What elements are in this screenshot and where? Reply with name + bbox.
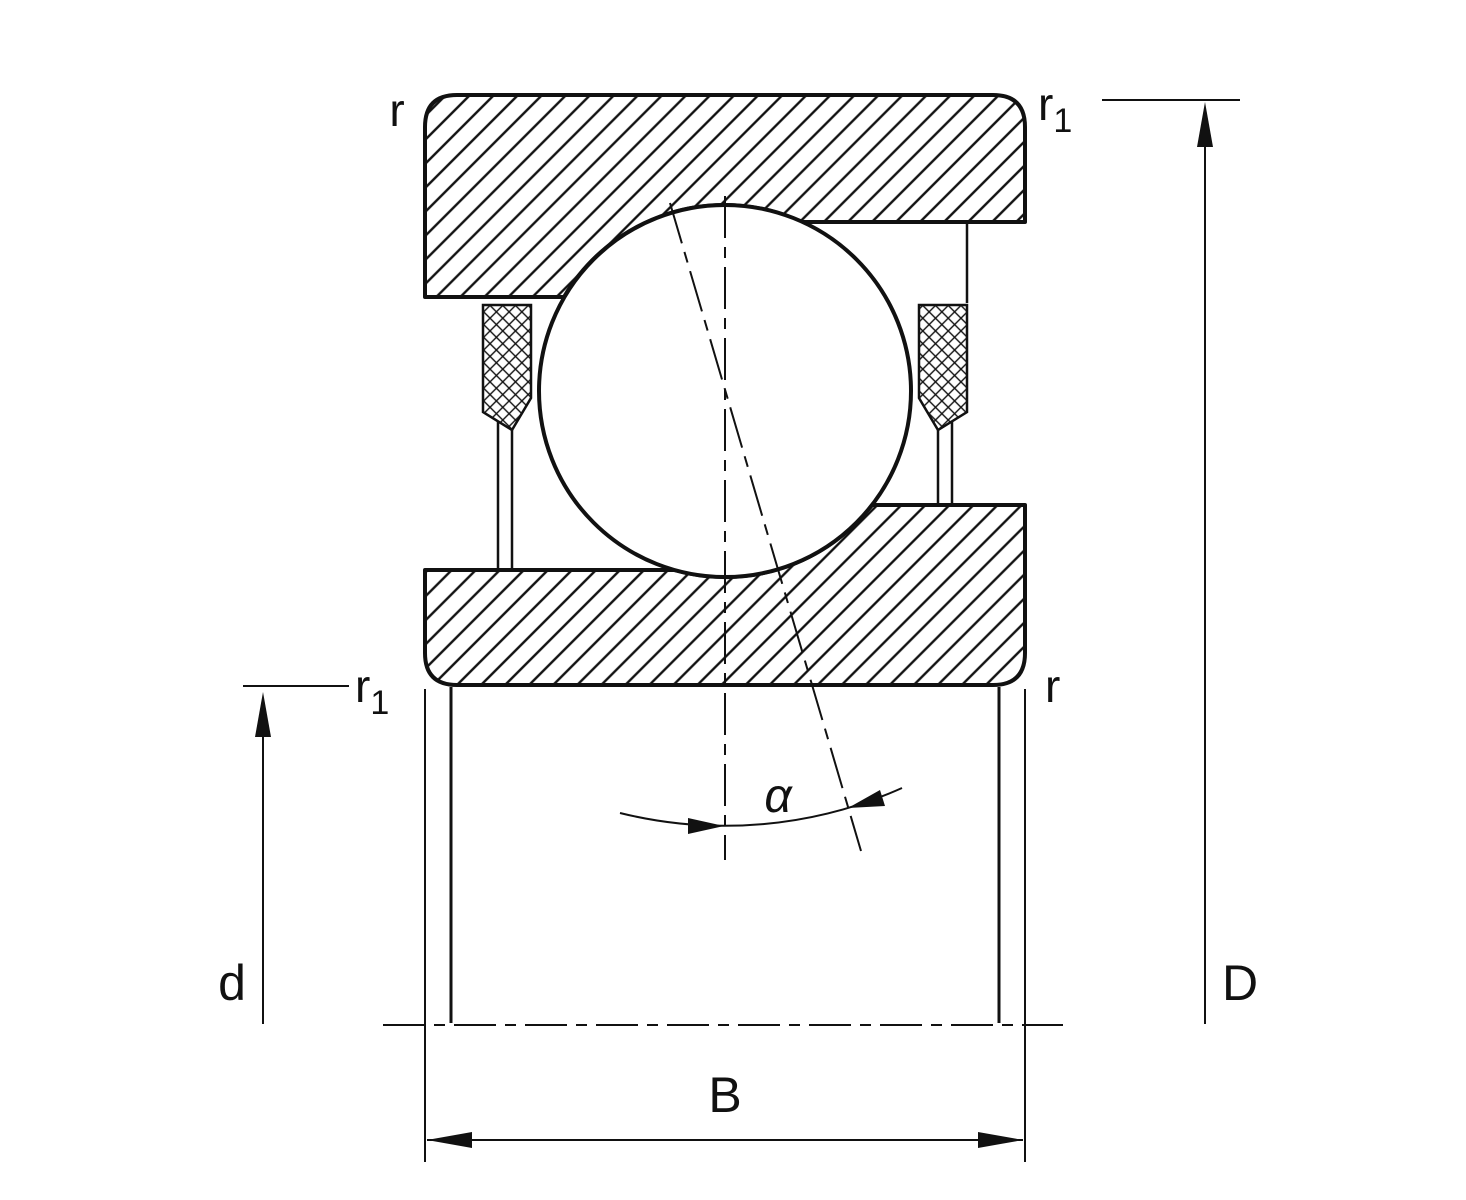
- label-r-top-left: r: [389, 84, 404, 136]
- dim-d-arrowhead: [255, 692, 271, 737]
- label-r1-mid-left: r1: [355, 660, 389, 722]
- label-contact-angle-alpha: α: [764, 770, 793, 823]
- label-width-B: B: [708, 1067, 741, 1123]
- right-seal-section: [917, 224, 969, 503]
- label-r1-top-right: r1: [1038, 78, 1072, 140]
- contact-angle-arrowhead-right: [848, 790, 885, 808]
- left-seal-section: [481, 303, 533, 568]
- contact-angle-line: [669, 202, 862, 852]
- label-outer-diameter-D: D: [1222, 955, 1258, 1011]
- label-bore-diameter-d: d: [218, 955, 246, 1011]
- contact-angle-arrowhead-left: [688, 818, 724, 834]
- dim-B-arrowhead-left: [427, 1132, 472, 1148]
- dim-D-arrowhead: [1197, 102, 1213, 147]
- label-r-mid-right: r: [1045, 660, 1060, 712]
- dim-B-arrowhead-right: [978, 1132, 1023, 1148]
